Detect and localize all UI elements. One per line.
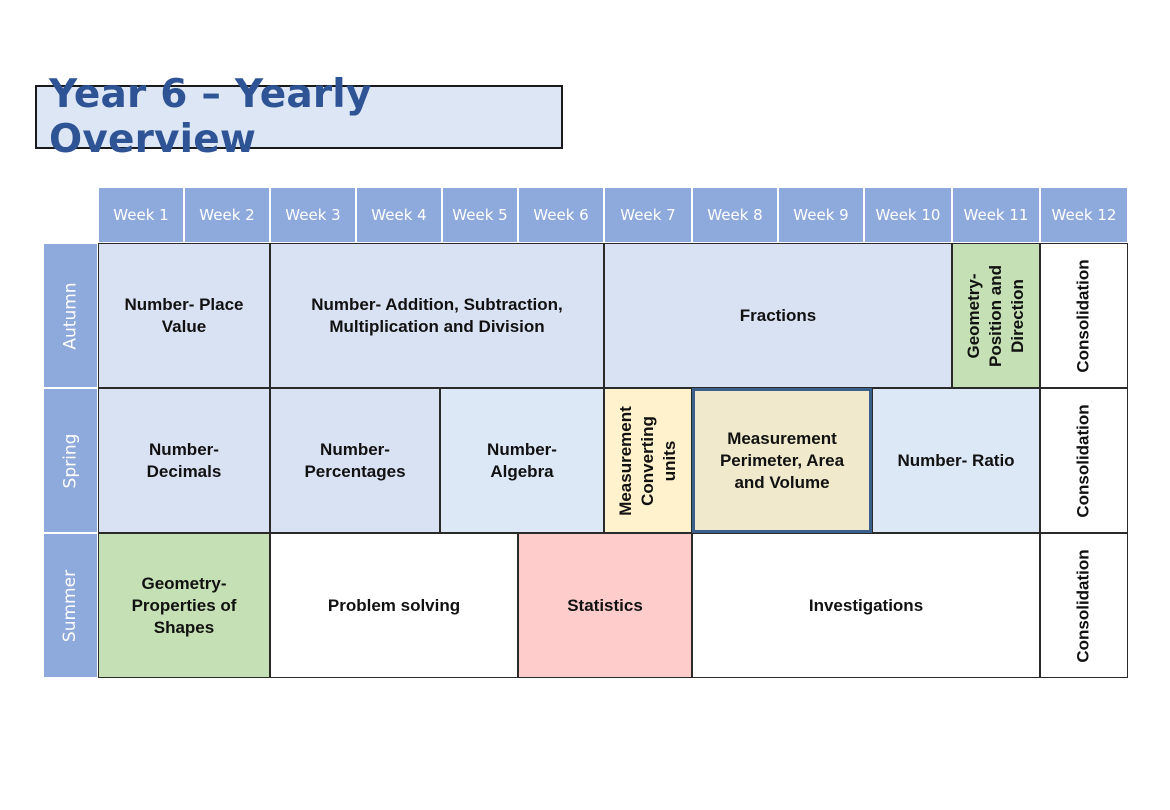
- week-header-6: Week 6: [518, 187, 604, 243]
- week-header-8: Week 8: [692, 187, 778, 243]
- week-header-1: Week 1: [98, 187, 184, 243]
- summer-statistics: Statistics: [518, 533, 692, 678]
- spring-percentages: Number-Percentages: [270, 388, 440, 533]
- week-header-10: Week 10: [864, 187, 952, 243]
- autumn-fractions: Fractions: [604, 243, 952, 388]
- week-header-2: Week 2: [184, 187, 270, 243]
- summer-problem-solving: Problem solving: [270, 533, 518, 678]
- term-label-summer: Summer: [43, 533, 98, 678]
- week-header-3: Week 3: [270, 187, 356, 243]
- autumn-addition-subtraction: Number- Addition, Subtraction,Multiplica…: [270, 243, 604, 388]
- title-box: Year 6 – Yearly Overview: [35, 72, 563, 162]
- week-header-9: Week 9: [778, 187, 864, 243]
- page-title: Year 6 – Yearly Overview: [49, 72, 372, 162]
- week-header-5: Week 5: [442, 187, 518, 243]
- week-header-7: Week 7: [604, 187, 692, 243]
- spring-algebra: Number-Algebra: [440, 388, 604, 533]
- autumn-consolidation: Consolidation: [1040, 243, 1128, 388]
- spring-consolidation: Consolidation: [1040, 388, 1128, 533]
- term-label-spring: Spring: [43, 388, 98, 533]
- week-header-11: Week 11: [952, 187, 1040, 243]
- spring-decimals: Number-Decimals: [98, 388, 270, 533]
- week-header-4: Week 4: [356, 187, 442, 243]
- summer-investigations: Investigations: [692, 533, 1040, 678]
- spring-ratio: Number- Ratio: [872, 388, 1040, 533]
- summer-consolidation: Consolidation: [1040, 533, 1128, 678]
- week-header-12: Week 12: [1040, 187, 1128, 243]
- term-label-autumn: Autumn: [43, 243, 98, 388]
